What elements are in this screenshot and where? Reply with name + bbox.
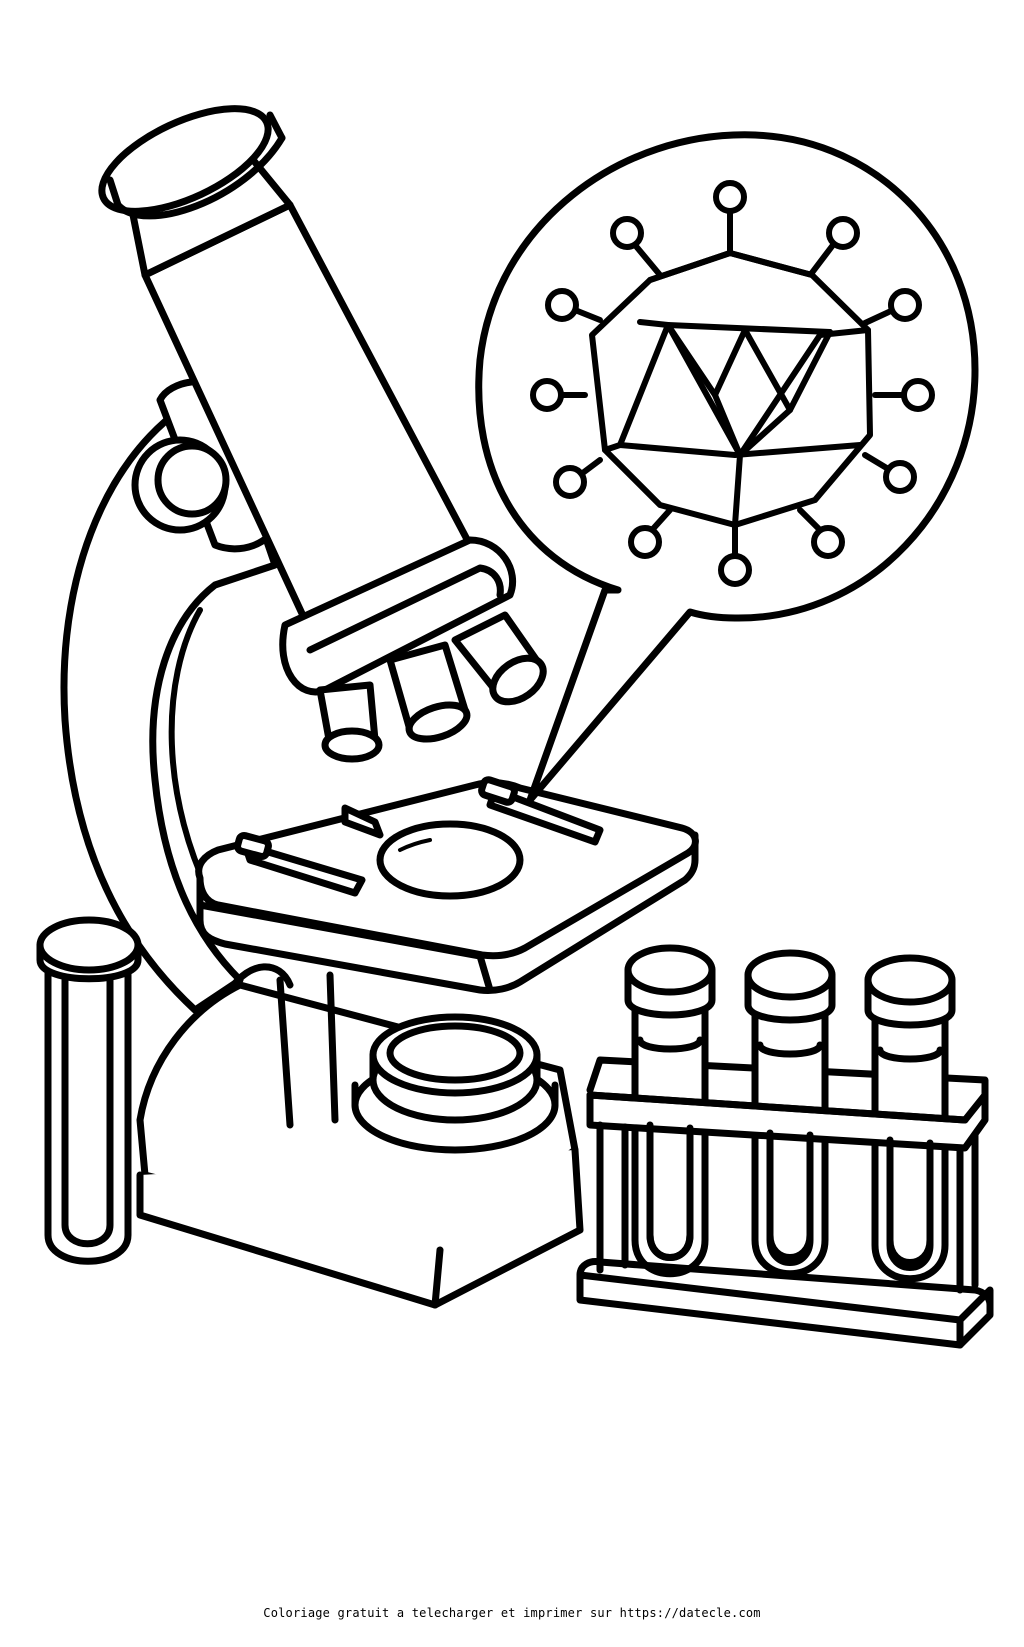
microscope-stage — [195, 776, 699, 994]
microscope-icon — [60, 105, 699, 1309]
virus-capsid — [589, 250, 873, 528]
footer-credit: Coloriage gratuit a telecharger et impri… — [263, 1606, 761, 1620]
virus-spikes — [530, 180, 935, 587]
microscope-objectives — [316, 611, 547, 763]
microscope-light-source — [351, 1013, 559, 1154]
virus-icon — [530, 180, 935, 587]
test-tube-icon — [36, 916, 142, 1265]
microscope-tube — [98, 105, 474, 624]
test-tube-rack-icon — [576, 944, 994, 1349]
microscope-nosepiece — [279, 536, 517, 696]
